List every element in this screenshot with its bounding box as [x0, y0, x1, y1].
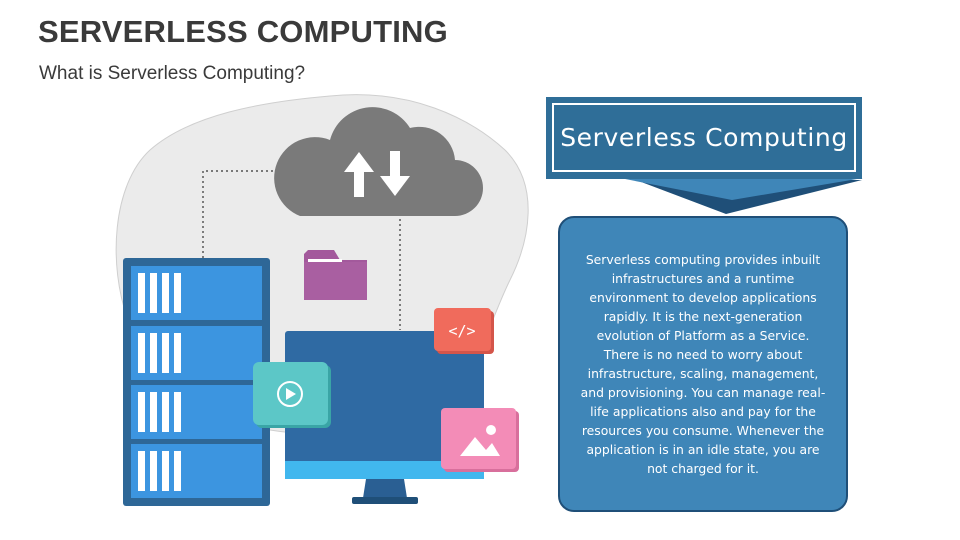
code-badge: </>	[434, 308, 494, 354]
folder-icon	[304, 250, 367, 300]
server-unit	[131, 326, 262, 380]
cloud-icon	[274, 107, 483, 216]
image-icon	[441, 408, 519, 472]
up-down-arrows-icon	[344, 151, 410, 197]
connector-line-server	[202, 170, 276, 258]
banner-label: Serverless Computing	[560, 122, 848, 152]
monitor-icon	[285, 331, 484, 504]
slide-title: SERVERLESS COMPUTING	[38, 14, 448, 49]
play-icon	[253, 362, 331, 428]
title-banner	[546, 97, 863, 214]
server-unit	[131, 385, 262, 439]
description-text: Serverless computing provides inbuilt in…	[580, 252, 826, 476]
description-box: Serverless computing provides inbuilt in…	[558, 216, 848, 512]
server-unit	[131, 444, 262, 498]
server-unit	[131, 266, 262, 320]
code-icon: </>	[448, 322, 475, 340]
slide-subtitle: What is Serverless Computing?	[39, 63, 306, 84]
server-rack-icon	[123, 258, 270, 506]
